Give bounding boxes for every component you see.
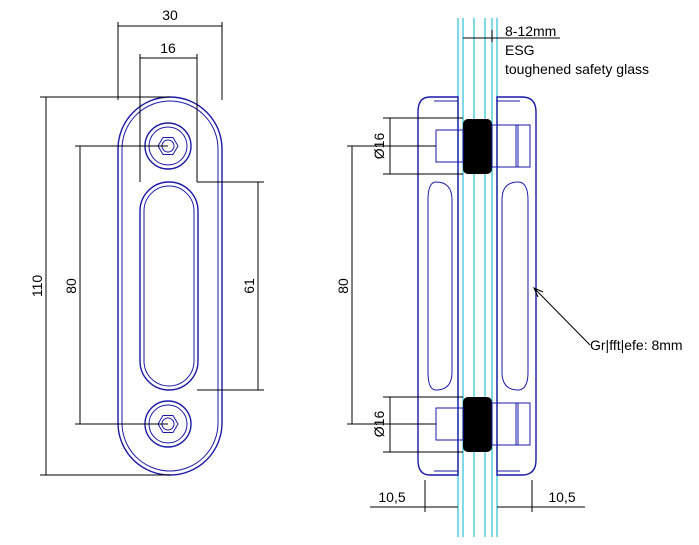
bottom-gasket-icon [435, 397, 531, 452]
glass-thickness-label: 8-12mm [505, 23, 556, 39]
right-clamp-plate [496, 96, 537, 476]
glass-type-label: ESG [505, 42, 535, 58]
dim-bolt-spacing-side: 80 [335, 278, 351, 294]
dim-bolt-spacing-front: 80 [63, 278, 79, 294]
slot-outer [139, 181, 199, 391]
dim-width-slot: 16 [160, 40, 176, 56]
dim-slot-length: 61 [241, 278, 257, 294]
offset-left-label: 10,5 [378, 489, 405, 505]
grip-depth-label: Gr|fft|efe: 8mm [590, 337, 683, 353]
left-clamp-plate [417, 96, 459, 476]
glass-desc-label: toughened safety glass [505, 61, 649, 77]
front-view: 30 16 110 80 61 [29, 7, 264, 476]
offset-right-label: 10,5 [548, 489, 575, 505]
top-gasket-icon [435, 119, 531, 174]
plate-outline-inner [121, 100, 219, 472]
side-view: 8-12mm ESG toughened safety glass Ø16 Ø1… [335, 18, 683, 537]
dim-height-total: 110 [29, 275, 45, 298]
glass-panel [457, 18, 498, 537]
slot-inner [143, 185, 195, 387]
dim-width-outer: 30 [162, 7, 178, 23]
